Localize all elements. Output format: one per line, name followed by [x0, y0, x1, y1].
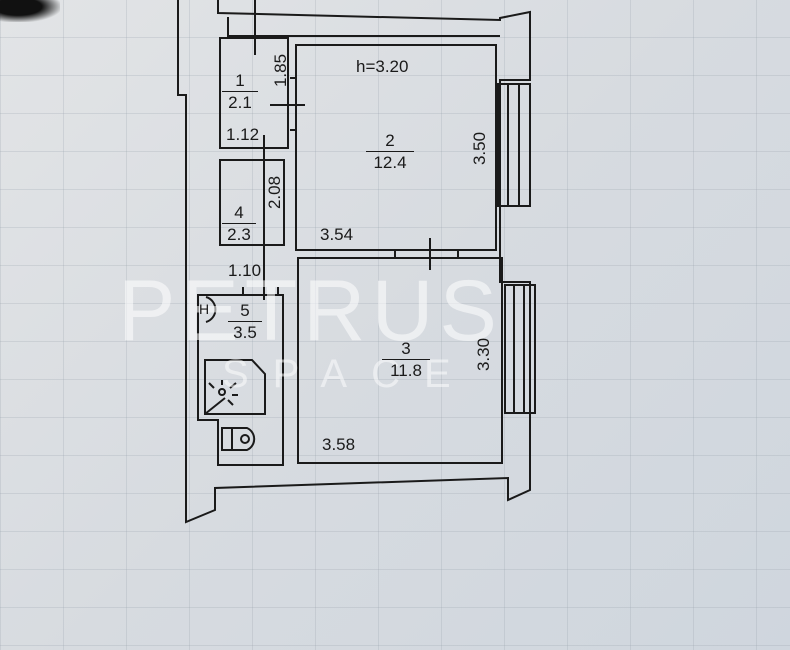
room-2-area: 12.4 [373, 153, 407, 172]
room-2-number: 2 [366, 132, 414, 152]
room-3-number: 3 [382, 340, 430, 360]
room-2-label: 2 12.4 [366, 132, 414, 171]
room-3-width-dim: 3.58 [322, 435, 356, 454]
watermark-brand: PETRUS [118, 263, 503, 359]
room-2-height-dim: 3.50 [470, 131, 490, 166]
room-4-width-dim: 1.10 [228, 261, 262, 280]
room-3-label: 3 11.8 [382, 340, 430, 379]
ceiling-height-label: h=3.20 [356, 57, 409, 76]
room-2-width-dim: 3.54 [320, 225, 354, 244]
room-5-number: 5 [228, 302, 262, 322]
room-4-height-dim: 2.08 [265, 175, 285, 210]
fixture-marker-h: H [199, 301, 210, 317]
room-1-number: 1 [222, 72, 258, 92]
room-1-height-dim: 1.85 [271, 53, 291, 88]
room-3-area: 11.8 [390, 361, 422, 380]
room-5-label: 5 3.5 [228, 302, 262, 341]
room-1-area: 2.1 [228, 93, 252, 112]
room-1-label: 1 2.1 [222, 72, 258, 111]
sink-icon [222, 428, 258, 450]
stove-icon [205, 360, 265, 414]
room-4-number: 4 [222, 204, 256, 224]
room-3-height-dim: 3.30 [474, 337, 494, 372]
room-5-area: 3.5 [233, 323, 257, 342]
room-4-area: 2.3 [227, 225, 251, 244]
room-1-width-dim: 1.12 [226, 125, 260, 144]
finger-shadow [0, 0, 60, 22]
room-4-label: 4 2.3 [222, 204, 256, 243]
